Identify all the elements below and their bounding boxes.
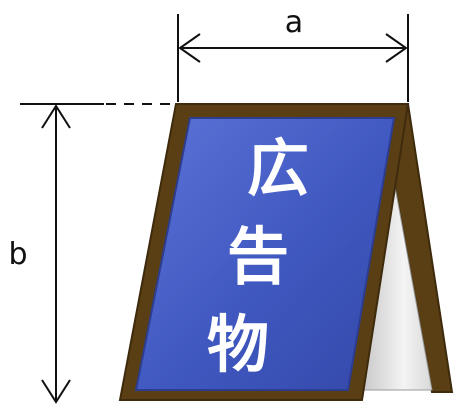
width-dimension xyxy=(177,14,409,102)
height-dimension xyxy=(20,103,176,404)
width-label: a xyxy=(285,5,303,40)
width-arrowhead-right xyxy=(385,33,408,63)
height-label: b xyxy=(8,237,27,272)
sign-char-1: 広 xyxy=(247,132,309,205)
width-arrowhead-left xyxy=(178,33,201,63)
height-arrowhead-top xyxy=(41,104,71,129)
a-frame-sign: 広 告 物 xyxy=(118,103,454,401)
sign-char-3: 物 xyxy=(207,308,269,381)
sign-front-panel xyxy=(134,117,396,391)
height-arrowhead-bottom xyxy=(41,379,71,404)
sign-char-2: 告 xyxy=(227,220,289,293)
